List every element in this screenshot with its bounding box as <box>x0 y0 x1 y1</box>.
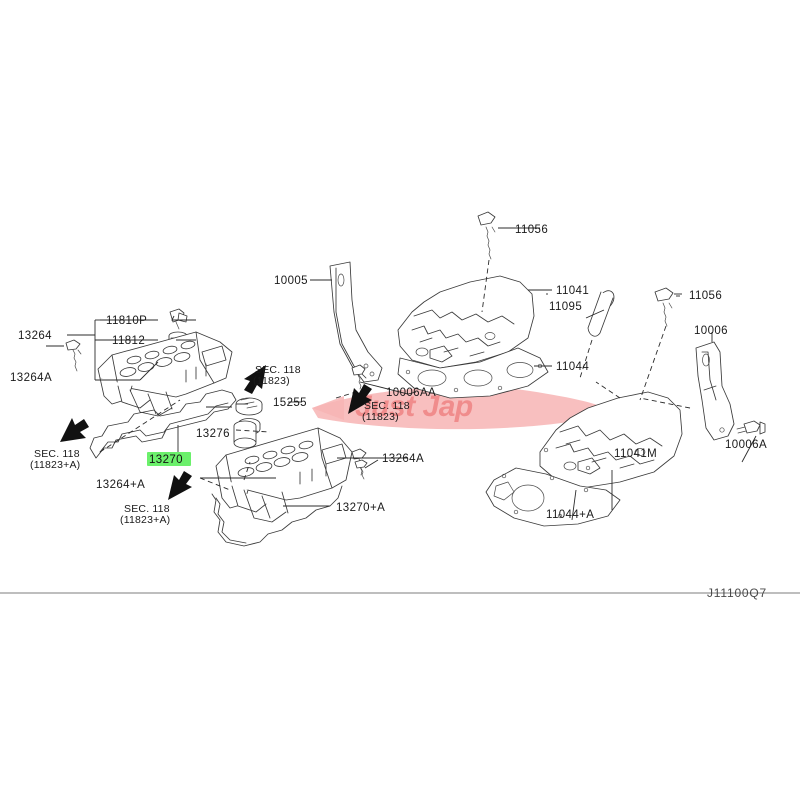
center-bracket-group <box>329 261 383 390</box>
section-ref-1: SEC. 118 (11823) <box>253 364 301 387</box>
label-13264a-left: 13264A <box>10 372 52 384</box>
label-10005: 10005 <box>274 275 308 287</box>
right-leader-lines <box>310 227 757 521</box>
arrow-icon-2 <box>60 418 89 442</box>
rocker-cover-lower <box>211 420 353 547</box>
arrow-icon-3 <box>168 471 192 500</box>
label-11812: 11812 <box>112 335 145 347</box>
right-cylinder-head-upper <box>397 211 549 399</box>
section-arrows <box>60 365 372 500</box>
arrow-icon-1 <box>244 365 266 394</box>
section-ref-3: SEC. 118 (11823+A) <box>120 503 170 526</box>
highlight-background <box>147 452 191 466</box>
label-13276: 13276 <box>196 428 230 440</box>
left-leader-lines <box>46 315 408 507</box>
label-15255: 15255 <box>273 397 307 409</box>
label-11044-plus-a: 11044+A <box>546 509 594 521</box>
sec-ref-3-line1: SEC. 118 <box>124 503 170 515</box>
label-11056-mid: 11056 <box>689 290 722 302</box>
sec-ref-1-line2: (11823) <box>253 375 290 387</box>
sec-ref-3-line2: (11823+A) <box>120 514 170 526</box>
label-11810p: 11810P <box>106 315 147 327</box>
arrow-icon-4 <box>348 384 372 414</box>
bolt-13264a-left <box>65 339 82 372</box>
bolt-11056-top <box>477 211 496 260</box>
watermark-blob-tail <box>312 396 344 420</box>
section-ref-2: SEC. 118 (11823+A) <box>30 448 80 471</box>
bolt-13264a-small <box>354 459 368 480</box>
label-13264a-right: 13264A <box>382 453 424 465</box>
left-rocker-cover-group <box>65 308 368 547</box>
sec-ref-4-line2: (11823) <box>362 411 399 423</box>
watermark-blob <box>312 386 608 430</box>
label-11095: 11095 <box>549 301 582 313</box>
bolt-11056-mid <box>654 287 674 327</box>
right-cylinder-block-lower <box>485 287 766 527</box>
diagram-code: J11100Q7 <box>707 586 767 600</box>
label-10006aa: 10006AA <box>386 387 436 399</box>
label-10006: 10006 <box>694 325 728 337</box>
section-ref-4: SEC. 118 (11823) <box>362 400 410 423</box>
bolt-10006a-part <box>736 420 766 435</box>
label-13264: 13264 <box>18 330 52 342</box>
label-11041m: 11041M <box>614 448 657 460</box>
label-13270-highlighted: 13270 <box>149 454 183 466</box>
sec-ref-2-line2: (11823+A) <box>30 459 80 471</box>
label-13264-plus-a: 13264+A <box>96 479 145 491</box>
label-11056-top: 11056 <box>515 224 548 236</box>
rocker-cover-upper <box>97 331 233 417</box>
bolt-10006aa-part <box>351 364 366 390</box>
sec-ref-4-line1: SEC. 118 <box>364 400 410 412</box>
sec-ref-1-line1: SEC. 118 <box>255 364 301 376</box>
label-13270-plus-a: 13270+A <box>336 502 385 514</box>
label-11044: 11044 <box>556 361 589 373</box>
watermark: Just Jap <box>312 386 608 430</box>
label-11041: 11041 <box>556 285 589 297</box>
label-10006a: 10006A <box>725 439 767 451</box>
highlighted-part-label: 13270 <box>147 452 191 466</box>
spark-plug-tube-11095 <box>579 290 615 379</box>
sec-ref-2-line1: SEC. 118 <box>34 448 80 460</box>
bracket-10006-part <box>695 341 735 441</box>
